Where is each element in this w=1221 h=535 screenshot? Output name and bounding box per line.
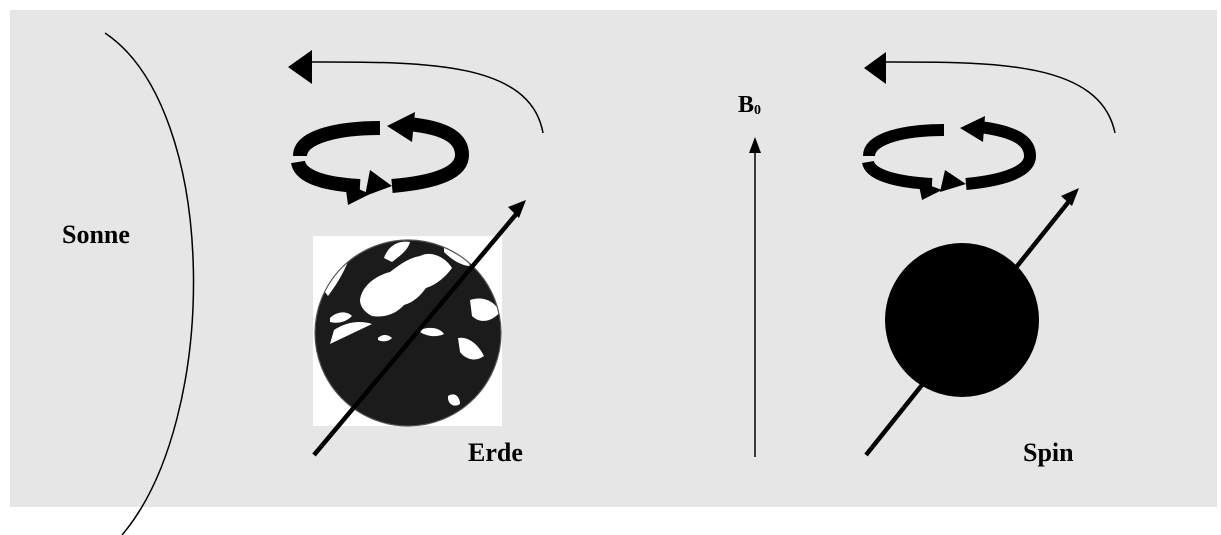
spin-label: Spin — [1023, 438, 1074, 467]
earth-precession-arc — [309, 61, 544, 134]
earth-precession-arrowhead — [288, 50, 312, 84]
earth-axis-arrowhead — [508, 200, 526, 218]
spin-precession-arc — [881, 61, 1116, 134]
earth-axis-arrow — [312, 210, 520, 457]
sun-label: Sonne — [62, 220, 130, 249]
earth-label: Erde — [468, 438, 523, 467]
spin-precession-arrowhead — [864, 52, 886, 84]
spin-axis-arrowhead — [1061, 188, 1079, 206]
b0-label: B0 — [738, 92, 761, 118]
spin-rotation-ring-icon — [862, 116, 1037, 200]
sun-arc — [104, 32, 195, 535]
spin-sphere — [885, 243, 1039, 397]
b0-subscript: 0 — [754, 103, 761, 118]
spin-axis-arrow — [864, 198, 1072, 457]
earth-rotation-ring-icon — [291, 112, 470, 205]
b0-field-arrowhead — [749, 137, 761, 153]
diagram-background — [10, 10, 1217, 507]
